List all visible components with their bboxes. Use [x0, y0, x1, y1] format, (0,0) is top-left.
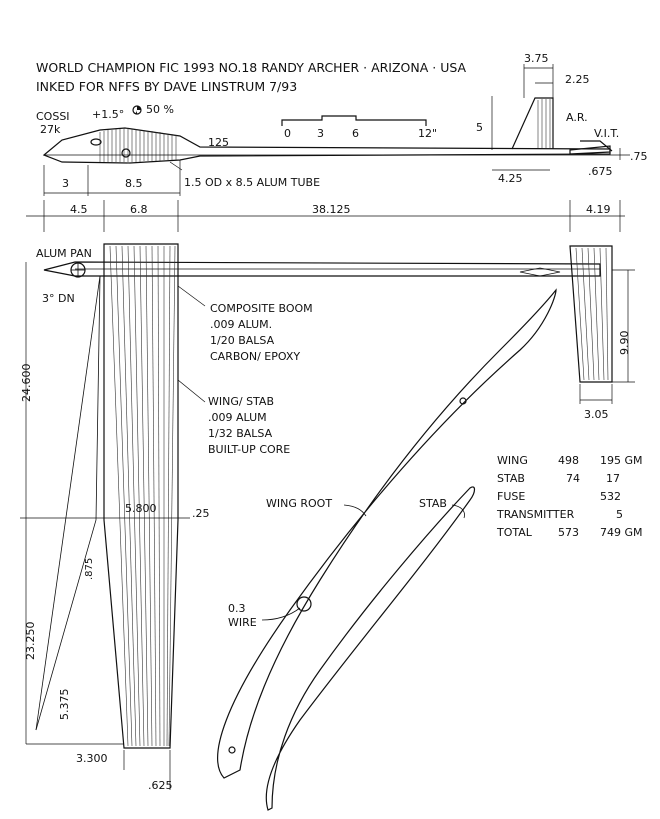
weights-row-part: WING — [497, 454, 528, 467]
dim-3: 3 — [62, 177, 69, 190]
weights-row-part: TRANSMITTER — [496, 508, 575, 521]
scale-0: 0 — [284, 127, 291, 140]
wing-root-airfoil — [217, 288, 557, 779]
wire-hole-icon — [296, 596, 312, 612]
cossi-k-label: 27k — [40, 123, 61, 136]
stab-side — [569, 145, 611, 155]
dim-0675: .675 — [588, 165, 613, 178]
title-line-1: WORLD CHAMPION FIC 1993 NO.18 RANDY ARCH… — [36, 60, 467, 75]
cg-mark-icon — [121, 148, 131, 158]
weights-row-part: STAB — [497, 472, 525, 485]
dim-4-19: 4.19 — [586, 203, 611, 216]
weights-row-b: 532 — [600, 490, 621, 503]
overall-dimensions: 4.5 6.8 38.125 4.19 — [26, 200, 625, 232]
wing-note-1: WING/ STAB — [208, 395, 274, 408]
dim-4-25: 4.25 — [498, 172, 523, 185]
weights-row-b: 17 — [606, 472, 620, 485]
weights-row-b: 749 GM — [600, 526, 643, 539]
weights-row-b: 195 GM — [600, 454, 643, 467]
wing-root-label: WING ROOT — [266, 497, 332, 510]
scale-bar — [281, 115, 427, 126]
dim-8-5: 8.5 — [125, 177, 143, 190]
boom-note-1: COMPOSITE BOOM — [210, 302, 313, 315]
wire-label-2: WIRE — [228, 616, 257, 629]
dihedral-label: 3° DN — [42, 292, 75, 305]
weights-row-a: 573 — [558, 526, 579, 539]
dim-5-800: 5.800 — [125, 502, 157, 515]
scale-12: 12" — [418, 127, 437, 140]
tube-leader — [169, 161, 183, 171]
dim-9-90: 9.90 — [618, 331, 631, 356]
title-line-2: INKED FOR NFFS BY DAVE LINSTRUM 7/93 — [36, 79, 297, 94]
boom-outline — [43, 261, 601, 277]
dim-24-600: 24.600 — [20, 364, 33, 403]
side-view: COSSI 27k +1.5° 50 % 125 3 8.5 1.5 OD x … — [36, 52, 648, 196]
dihedral-line-inner — [35, 275, 101, 731]
fin-tip-dim: 2.25 — [565, 73, 590, 86]
fin-shading — [537, 99, 551, 148]
dim-38-125: 38.125 — [312, 203, 351, 216]
stab-plan-shading — [575, 247, 609, 381]
incidence-label: +1.5° — [92, 108, 124, 121]
wing-root-hole — [228, 746, 236, 754]
wing-panel-shading — [109, 245, 176, 747]
dim-25: .25 — [192, 507, 210, 520]
weights-row-b: 5 — [616, 508, 623, 521]
wing-panel-outline — [103, 243, 179, 749]
airfoil-sections: WING ROOT STAB 0.3 WIRE — [217, 288, 557, 811]
tube-note: 1.5 OD x 8.5 ALUM TUBE — [184, 176, 320, 189]
weights-row-a: 498 — [558, 454, 579, 467]
wing-note-3: 1/32 BALSA — [208, 427, 273, 440]
cg-percent-label: 50 % — [146, 103, 174, 116]
ar-label: A.R. — [566, 111, 588, 124]
vit-label: V.I.T. — [594, 127, 619, 140]
stab-airfoil — [265, 486, 476, 811]
dim-5-375: 5.375 — [58, 689, 71, 721]
fin-top-dim: 3.75 — [524, 52, 549, 65]
weights-row-part: TOTAL — [496, 526, 533, 539]
dim-875: .875 — [84, 558, 95, 580]
wing-note-2: .009 ALUM — [208, 411, 267, 424]
fuselage-pod-outline — [42, 127, 611, 164]
balance-point-fill-icon — [137, 106, 141, 110]
vit-arrow — [580, 140, 613, 152]
dim-075: .75 — [630, 150, 648, 163]
dihedral-line-outer — [35, 275, 101, 731]
cossi-label: COSSI — [36, 110, 70, 123]
dim-3-05: 3.05 — [584, 408, 609, 421]
dim-23-250: 23.250 — [24, 622, 37, 661]
dim-125: 125 — [208, 136, 229, 149]
wing-note-4: BUILT-UP CORE — [208, 443, 290, 456]
boom-note-2: .009 ALUM. — [210, 318, 272, 331]
scale-3: 3 — [317, 127, 324, 140]
pod-shading — [99, 128, 177, 162]
wing-root-hole-2 — [459, 397, 467, 405]
wire-label-1: 0.3 — [228, 602, 246, 615]
alum-pan-label: ALUM PAN — [36, 247, 92, 260]
dim-625: .625 — [148, 779, 173, 792]
dim-4-5: 4.5 — [70, 203, 88, 216]
weights-row-part: FUSE — [497, 490, 525, 503]
boom-note-4: CARBON/ EPOXY — [210, 350, 300, 363]
dim-6-8: 6.8 — [130, 203, 148, 216]
boom-note-3: 1/20 BALSA — [210, 334, 275, 347]
fin-outline — [511, 97, 554, 150]
stab-label: STAB — [419, 497, 447, 510]
dim-3-300: 3.300 — [76, 752, 108, 765]
pod-window — [90, 138, 102, 146]
scale-6: 6 — [352, 127, 359, 140]
weights-table: WING 498 195 GM STAB 74 17 FUSE 532 TRAN… — [496, 454, 643, 539]
plan-view: ALUM PAN 3° DN 24.6 — [20, 243, 635, 792]
weights-row-a: 74 — [566, 472, 580, 485]
fin-height-dim: 5 — [476, 121, 483, 134]
